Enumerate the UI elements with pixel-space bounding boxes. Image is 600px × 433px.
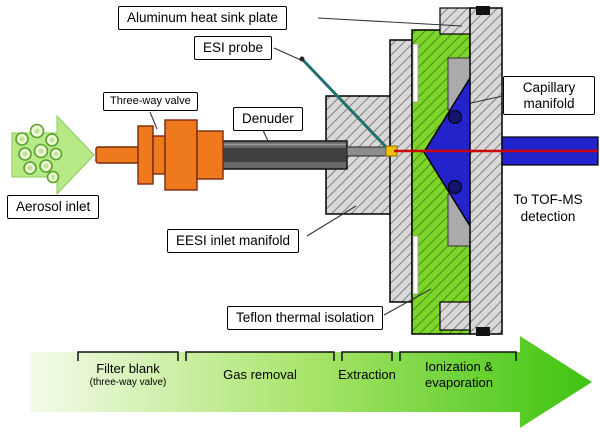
mounting-plate [439,6,503,336]
aerosol-particles [15,123,63,184]
label-teflon-thermal-isolation: Teflon thermal isolation [227,306,384,330]
label-eesi-inlet-manifold: EESI inlet manifold [167,229,300,253]
stage-gas-removal: Gas removal [186,367,334,383]
stage-sublabel: (three-way valve) [89,377,167,389]
stage-ionization-evaporation: Ionization & evaporation [400,359,518,392]
stage-label: Gas removal [223,367,297,382]
stage-label: Extraction [338,367,396,382]
inner-capillary-tube [346,146,392,157]
aluminum-heat-sink-plate-part [389,39,413,303]
stage-label: Ionization & evaporation [425,359,493,391]
process-flow-arrow [30,336,592,428]
label-capillary-manifold: Capillary manifold [503,76,595,116]
stage-filter-blank: Filter blank (three-way valve) [76,361,180,389]
label-esi-probe: ESI probe [194,36,273,60]
label-denuder: Denuder [233,107,303,131]
stage-extraction: Extraction [332,367,402,383]
label-aerosol-inlet: Aerosol inlet [7,195,100,219]
leader-lines [149,17,504,316]
label-aluminum-heat-sink-plate: Aluminum heat sink plate [118,6,287,30]
label-to-tofms-detection: To TOF-MS detection [513,192,583,224]
stage-label: Filter blank [96,361,160,376]
three-way-valve-body [95,119,224,191]
label-three-way-valve: Three-way valve [103,92,198,111]
stage-brackets [77,351,517,361]
